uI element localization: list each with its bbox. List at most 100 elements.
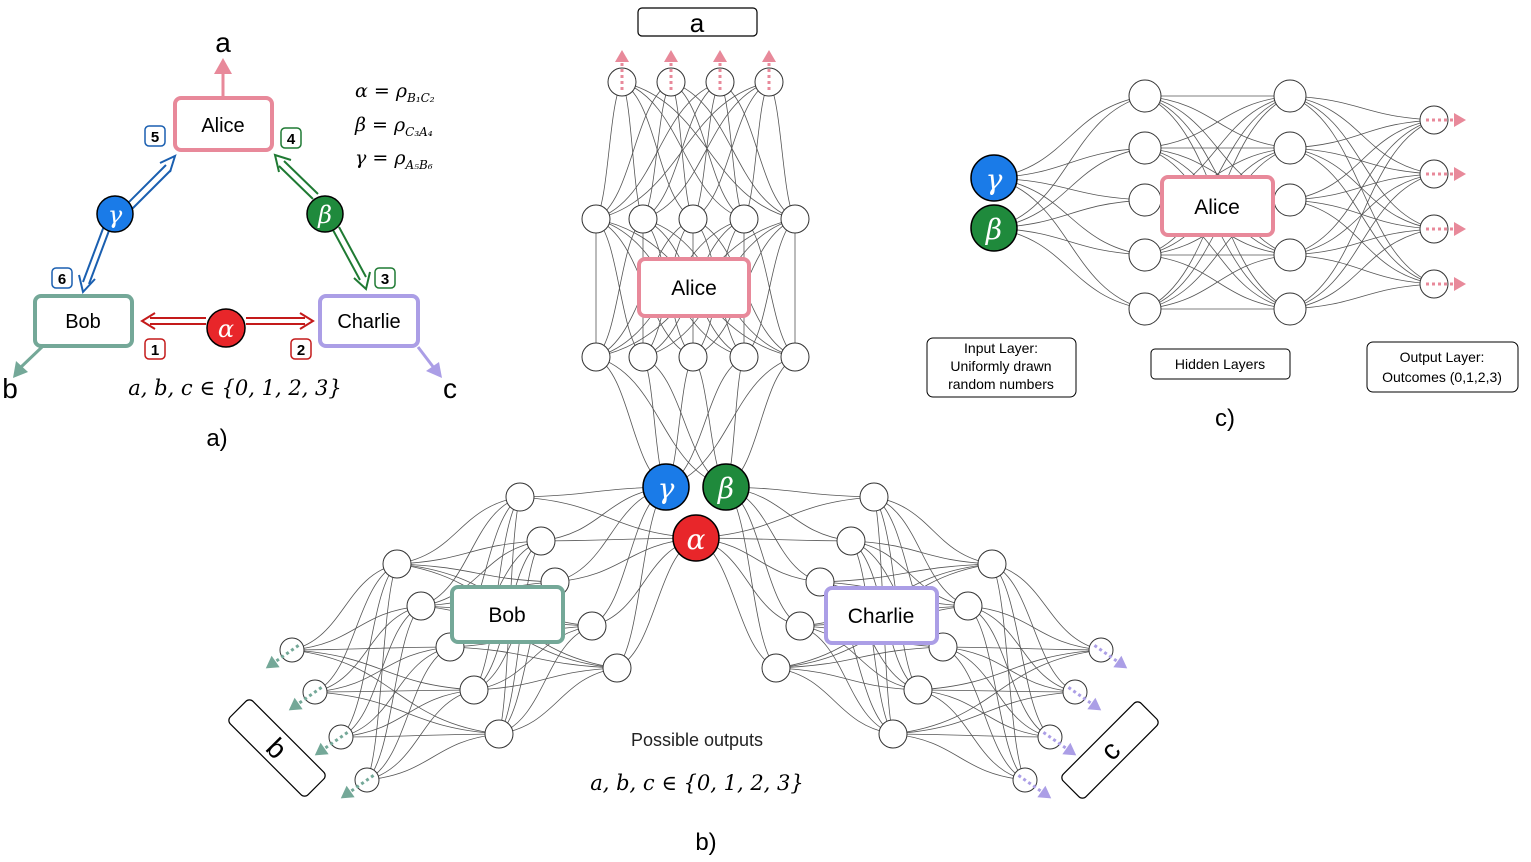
panel-c-hidden-node-1-1 xyxy=(1128,79,1162,113)
panel-b-output-a: a xyxy=(690,8,705,38)
panel-c-caption: c) xyxy=(1215,405,1235,432)
panel-b-charlie-box xyxy=(824,586,939,645)
alice-hidden-node-1-5 xyxy=(780,342,810,372)
input-layer-line-2: Uniformly drawn xyxy=(950,358,1051,374)
panel-c: Alice γ β Input Layer: Uniformly drawn r… xyxy=(926,79,1519,432)
panel-a: a b c Alice Bob Charlie xyxy=(2,27,457,452)
charlie-output-arrowhead xyxy=(426,362,442,378)
bob-hidden-node-2-5 xyxy=(484,719,514,749)
panel-b-gamma-label: γ xyxy=(658,472,675,505)
panel-c-output-arrow-2-head xyxy=(1454,167,1466,181)
panel-c-output-arrow-3-head xyxy=(1454,222,1466,236)
bob-output-arrow-1-head xyxy=(265,655,280,669)
charlie-hidden-node-1-5 xyxy=(761,653,791,683)
panel-a-charlie-box xyxy=(318,294,420,348)
beta-to-alice-arrow xyxy=(278,160,319,200)
panel-a-alice-box xyxy=(173,96,274,152)
panel-a-caption: a) xyxy=(206,425,227,452)
step-badge-2: 2 xyxy=(297,342,305,359)
charlie-output-arrow-4-shaft xyxy=(1017,774,1043,793)
step-badge-6: 6 xyxy=(58,271,66,288)
panel-a-outcomes: a, b, c ∈ {0, 1, 2, 3} xyxy=(128,376,342,400)
panel-b-beta-label: β xyxy=(717,472,734,505)
bob-output-arrow-2-shaft xyxy=(297,686,323,705)
panel-c-hidden-node-1-4 xyxy=(1128,238,1162,272)
panel-b-caption: b) xyxy=(695,829,716,856)
panel-c-hidden-node-2-5 xyxy=(1273,292,1307,326)
charlie-hidden-node-1-1 xyxy=(859,482,889,512)
alice-output-arrow-4-head xyxy=(762,50,776,62)
alpha-to-bob-arrow xyxy=(150,317,206,325)
panel-a-beta-label: β xyxy=(317,201,332,229)
charlie-hidden-node-2-4 xyxy=(903,675,933,705)
panel-c-alice-box xyxy=(1160,175,1275,237)
panel-c-hidden-node-2-3 xyxy=(1273,183,1307,217)
bob-output-arrow-3-shaft xyxy=(323,731,349,750)
panel-b-output-a-box xyxy=(637,7,758,37)
panel-c-alice-label: Alice xyxy=(1194,196,1240,219)
step-badge-1: 1 xyxy=(151,342,159,359)
charlie-output-arrow xyxy=(416,346,436,369)
equation-alpha: α = ρB₁C₂ xyxy=(355,80,435,105)
alice-hidden-node-2-3 xyxy=(678,204,708,234)
input-layer-box xyxy=(926,337,1077,398)
panel-a-output-a: a xyxy=(215,27,231,58)
bob-hidden-node-1-5 xyxy=(602,653,632,683)
charlie-output-arrow-2-shaft xyxy=(1067,686,1093,705)
hidden-layers-label: Hidden Layers xyxy=(1175,356,1265,372)
possible-outputs-label: Possible outputs xyxy=(631,730,763,750)
panel-c-hidden-node-2-1 xyxy=(1273,79,1307,113)
bob-output-arrow-2-head xyxy=(288,697,303,711)
panel-b-bob-box xyxy=(450,585,565,644)
charlie-output-arrow-3-shaft xyxy=(1042,731,1068,750)
panel-a-gamma-source xyxy=(96,195,134,233)
charlie-hidden-node-1-2 xyxy=(836,526,866,556)
panel-b-beta-source xyxy=(702,463,750,511)
panel-c-network-nodes xyxy=(1128,79,1466,326)
alice-hidden-node-1-3 xyxy=(678,342,708,372)
panel-b-network-nodes xyxy=(265,50,1128,799)
panel-a-output-c: c xyxy=(443,373,457,404)
bob-hidden-node-2-1 xyxy=(382,549,412,579)
alice-hidden-node-1-2 xyxy=(628,342,658,372)
alice-hidden-node-2-1 xyxy=(581,204,611,234)
alice-hidden-node-1-4 xyxy=(729,342,759,372)
panel-c-gamma-source xyxy=(970,154,1018,202)
alice-hidden-node-2-5 xyxy=(780,204,810,234)
panel-b-alpha-source xyxy=(672,514,720,562)
charlie-output-arrow-4-head xyxy=(1037,785,1052,799)
bob-hidden-node-1-2 xyxy=(526,526,556,556)
input-layer-line-1: Input Layer: xyxy=(964,340,1038,356)
alice-hidden-node-2-4 xyxy=(729,204,759,234)
charlie-hidden-node-2-5 xyxy=(878,719,908,749)
alice-hidden-node-1-1 xyxy=(581,342,611,372)
panel-c-hidden-node-1-2 xyxy=(1128,131,1162,165)
hidden-layers-box xyxy=(1150,348,1291,380)
step-badge-3: 3 xyxy=(381,271,389,288)
panel-c-gamma-label: γ xyxy=(986,163,1003,196)
equation-gamma: γ = ρA₅B₆ xyxy=(355,147,433,172)
output-layer-box xyxy=(1366,341,1519,393)
gamma-to-alice-arrow xyxy=(125,164,172,211)
alice-output-arrow-1-head xyxy=(615,50,629,62)
bob-hidden-node-2-4 xyxy=(459,675,489,705)
panel-b-alpha-label: α xyxy=(687,523,706,556)
panel-a-alice-label: Alice xyxy=(201,115,244,137)
gamma-to-bob-arrow xyxy=(82,225,111,285)
panel-c-beta-source xyxy=(970,204,1018,252)
charlie-output-arrow-1-shaft xyxy=(1093,644,1119,663)
panel-a-beta-source xyxy=(306,195,344,233)
panel-a-charlie-label: Charlie xyxy=(337,311,400,333)
bob-hidden-node-2-2 xyxy=(406,591,436,621)
bob-output-arrow-3-head xyxy=(314,742,329,756)
panel-c-hidden-node-1-3 xyxy=(1128,183,1162,217)
panel-a-output-b: b xyxy=(2,373,18,404)
equation-beta: β = ρC₃A₄ xyxy=(354,114,433,139)
panel-b-bob-label: Bob xyxy=(488,604,525,627)
alpha-to-charlie-arrow xyxy=(246,317,305,325)
panel-c-hidden-node-2-2 xyxy=(1273,131,1307,165)
step-badge-4: 4 xyxy=(287,131,296,148)
panel-a-bob-label: Bob xyxy=(65,311,101,333)
alice-output-arrowhead xyxy=(214,58,232,74)
